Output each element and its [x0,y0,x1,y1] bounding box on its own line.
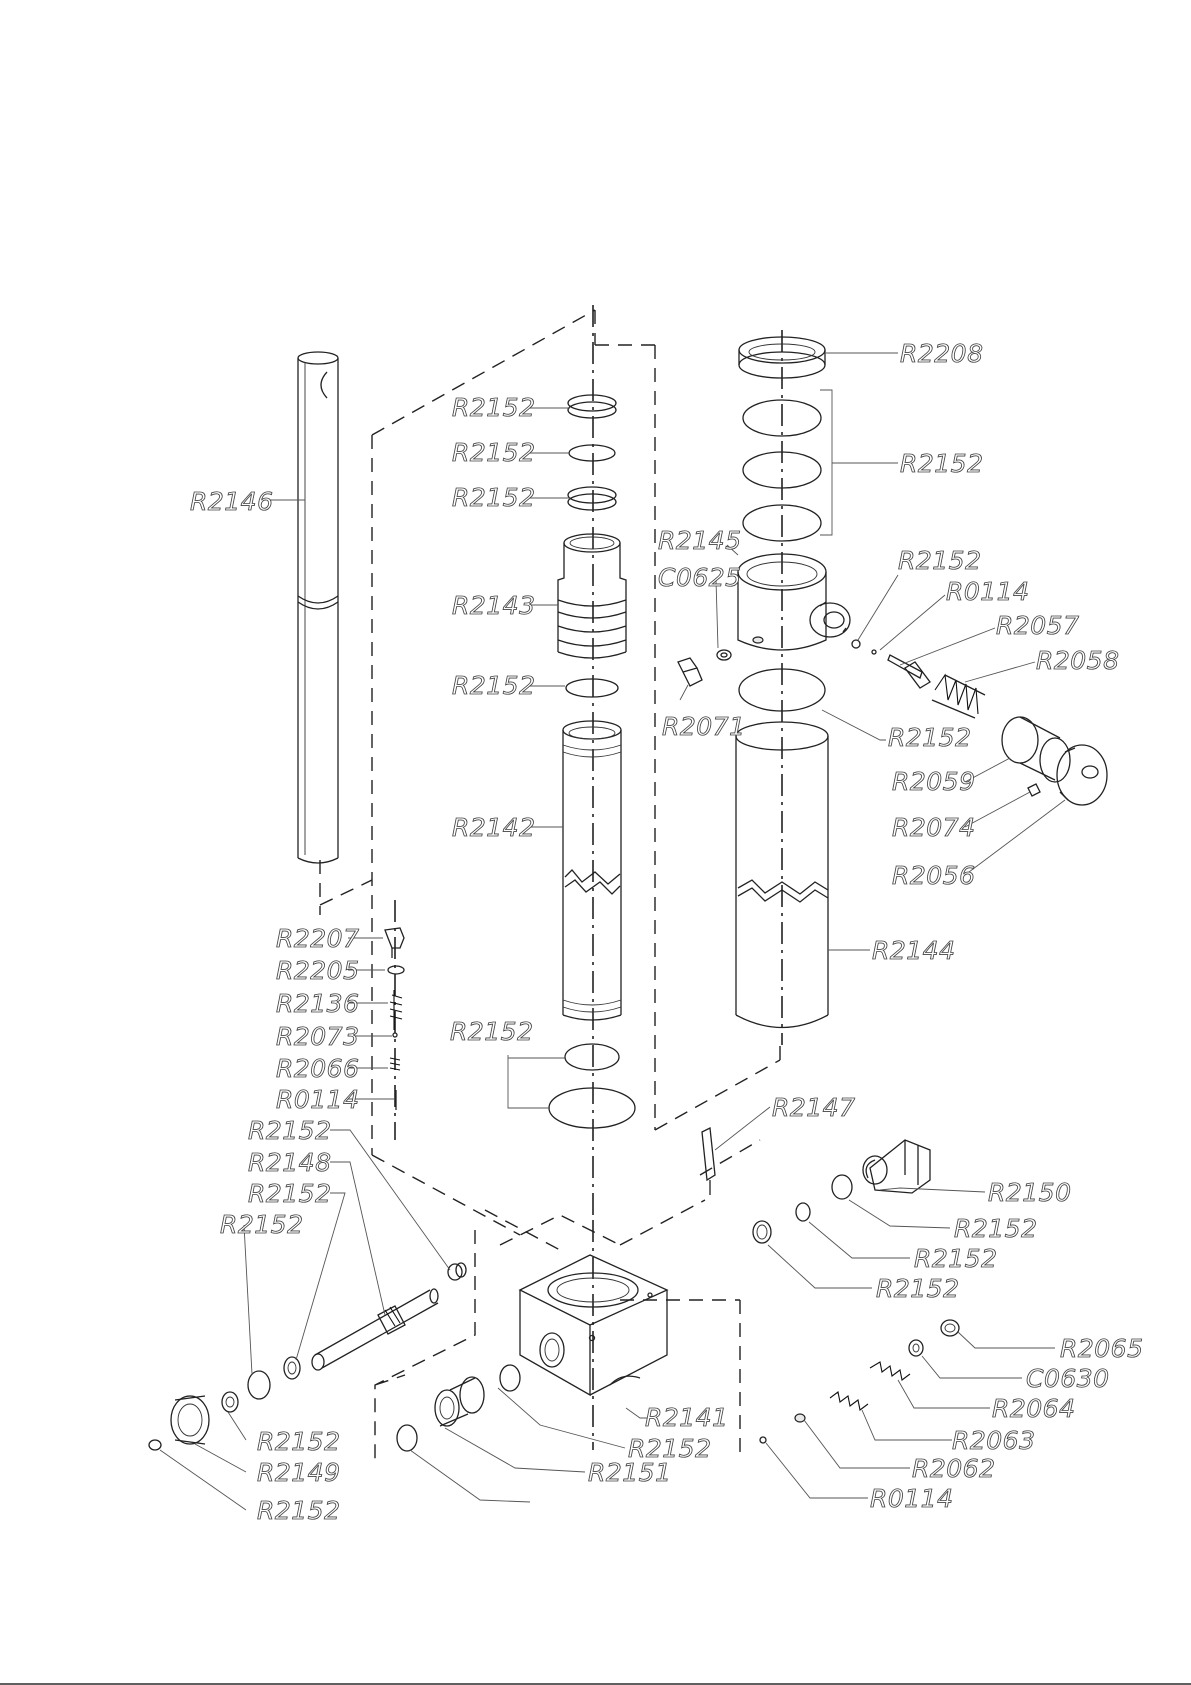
label-r2149: R2149 [257,1458,341,1487]
left-stack [549,395,635,1128]
label-r2152-lower-rings: R2152 [450,1017,534,1046]
label-r2148: R2148 [248,1148,332,1177]
label-r2058: R2058 [1036,646,1120,675]
label-r2152-right-b: R2152 [914,1244,998,1273]
label-r0114-valve: R0114 [946,577,1030,606]
rod-r2146 [298,352,338,863]
label-c0630: C0630 [1026,1364,1110,1393]
label-r2071: R2071 [662,712,746,741]
label-r2152-left-a: R2152 [248,1116,332,1145]
label-r2152-right-group: R2152 [900,449,984,478]
label-r2152-top-c: R2152 [452,483,536,512]
label-r2143: R2143 [452,591,536,620]
assembly-outlines [320,310,780,1460]
label-r2141: R2141 [645,1403,729,1432]
outline-block-left [485,1210,560,1250]
right-stack [678,337,850,1028]
label-r0114-lower: R0114 [870,1484,954,1513]
label-r2152-bottom: R2152 [257,1496,341,1525]
label-c0625: C0625 [658,563,742,592]
label-r2136: R2136 [276,989,360,1018]
label-r2152-block-front: R2152 [628,1434,712,1463]
label-r2063: R2063 [952,1426,1036,1455]
label-r2064: R2064 [992,1394,1076,1423]
label-r2208: R2208 [900,339,984,368]
label-r2074: R2074 [892,813,976,842]
label-r2066: R2066 [276,1054,360,1083]
lower-left-parts [149,1263,466,1450]
label-r2065: R2065 [1060,1334,1144,1363]
label-r2152-mid: R2152 [452,671,536,700]
label-r2152-left-b: R2152 [248,1179,332,1208]
label-r2056: R2056 [892,861,976,890]
label-r2073: R2073 [276,1022,360,1051]
label-r2147: R2147 [772,1093,856,1122]
label-r2152-right-a: R2152 [954,1214,1038,1243]
label-r2152-top-a: R2152 [452,393,536,422]
label-r2152-right-c: R2152 [876,1274,960,1303]
outline-lower-left-box [375,1230,475,1460]
label-r2207: R2207 [276,924,360,953]
lower-middle-parts [397,1365,520,1451]
label-r2152-lower-left: R2152 [257,1427,341,1456]
label-r2144: R2144 [872,936,956,965]
label-r2059: R2059 [892,767,976,796]
label-r2057: R2057 [996,611,1080,640]
label-r2146: R2146 [190,487,274,516]
label-r2152-valve: R2152 [898,546,982,575]
label-r0114-left: R0114 [276,1085,360,1114]
label-r2142: R2142 [452,813,536,842]
label-r2205: R2205 [276,956,360,985]
outline-block-top [500,1140,760,1245]
label-r2152-left-c: R2152 [220,1210,304,1239]
label-r2150: R2150 [988,1178,1072,1207]
small-parts-column [385,928,715,1195]
label-r2152-top-b: R2152 [452,438,536,467]
label-r2145: R2145 [658,526,742,555]
label-r2152-under-head: R2152 [888,723,972,752]
label-r2062: R2062 [912,1454,996,1483]
